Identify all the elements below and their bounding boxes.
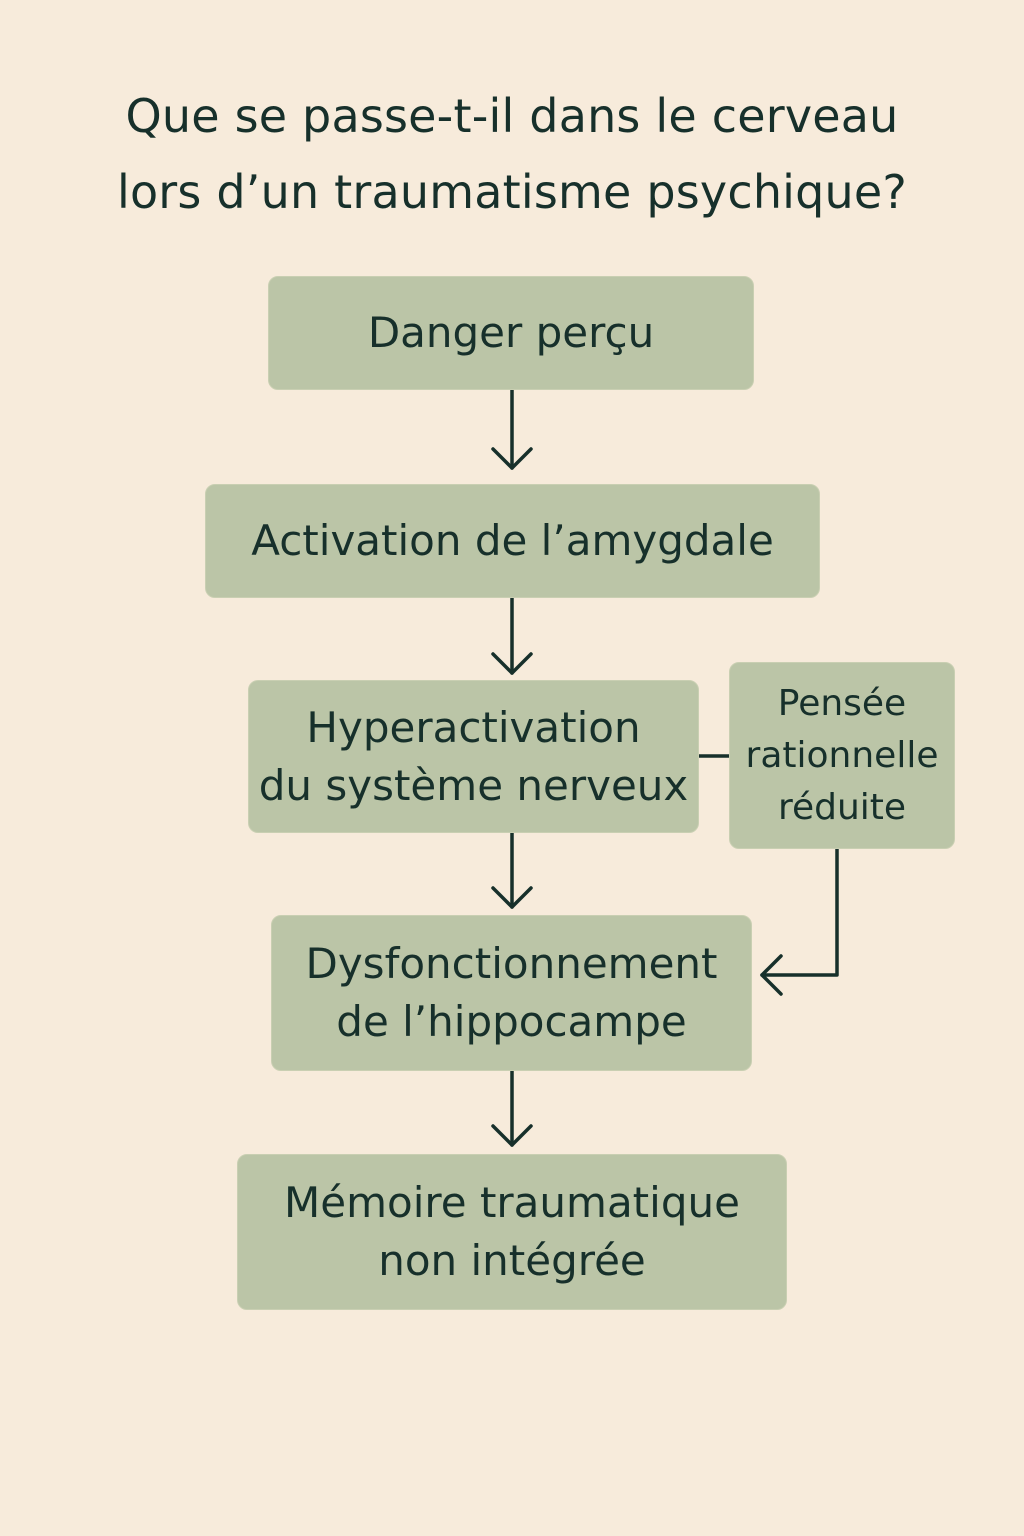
arrow-rational-to-hippocampus bbox=[760, 847, 839, 996]
arrow-amygdala-to-nervous bbox=[491, 596, 533, 675]
arrow-nervous-to-hippocampus bbox=[491, 831, 533, 909]
node-activation-amygdale: Activation de l’amygdale bbox=[205, 484, 820, 598]
node-memoire-line-1: Mémoire traumatique bbox=[284, 1178, 740, 1227]
node-activation-amygdale-label: Activation de l’amygdale bbox=[251, 512, 774, 570]
node-dysfonctionnement-line-2: de l’hippocampe bbox=[336, 997, 687, 1046]
node-pensee-line-2: rationnelle bbox=[745, 734, 939, 776]
node-hyperactivation-line-1: Hyperactivation bbox=[306, 702, 641, 752]
node-pensee-rationnelle-reduite: Pensée rationnelle réduite bbox=[729, 662, 955, 849]
arrow-danger-to-amygdala bbox=[491, 388, 533, 470]
node-dysfonctionnement-line-1: Dysfonctionnement bbox=[305, 939, 718, 988]
node-pensee-line-1: Pensée bbox=[777, 682, 907, 724]
title-line-1: Que se passe-t-il dans le cerveau bbox=[125, 89, 899, 143]
node-memoire-traumatique: Mémoire traumatique non intégrée bbox=[237, 1154, 787, 1310]
node-hyperactivation-label: Hyperactivation du système nerveux bbox=[259, 699, 689, 815]
node-hyperactivation-line-2: du système nerveux bbox=[258, 760, 689, 810]
node-danger-percu-line-1: Danger perçu bbox=[367, 308, 655, 357]
node-pensee-line-3: réduite bbox=[777, 786, 907, 828]
node-danger-percu: Danger perçu bbox=[268, 276, 754, 390]
diagram-title: Que se passe-t-il dans le cerveau lors d… bbox=[40, 78, 984, 230]
node-dysfonctionnement-hippocampe: Dysfonctionnement de l’hippocampe bbox=[271, 915, 752, 1071]
title-line-2: lors d’un traumatisme psychique? bbox=[116, 165, 908, 219]
node-danger-percu-label: Danger perçu bbox=[368, 304, 654, 362]
node-pensee-rationnelle-label: Pensée rationnelle réduite bbox=[746, 678, 939, 834]
node-hyperactivation-systeme-nerveux: Hyperactivation du système nerveux bbox=[248, 680, 699, 833]
node-memoire-line-2: non intégrée bbox=[378, 1236, 646, 1285]
arrow-hippocampus-to-memory bbox=[491, 1069, 533, 1147]
node-dysfonctionnement-label: Dysfonctionnement de l’hippocampe bbox=[305, 935, 717, 1051]
node-memoire-label: Mémoire traumatique non intégrée bbox=[284, 1174, 740, 1290]
node-activation-amygdale-line-1: Activation de l’amygdale bbox=[251, 516, 774, 565]
